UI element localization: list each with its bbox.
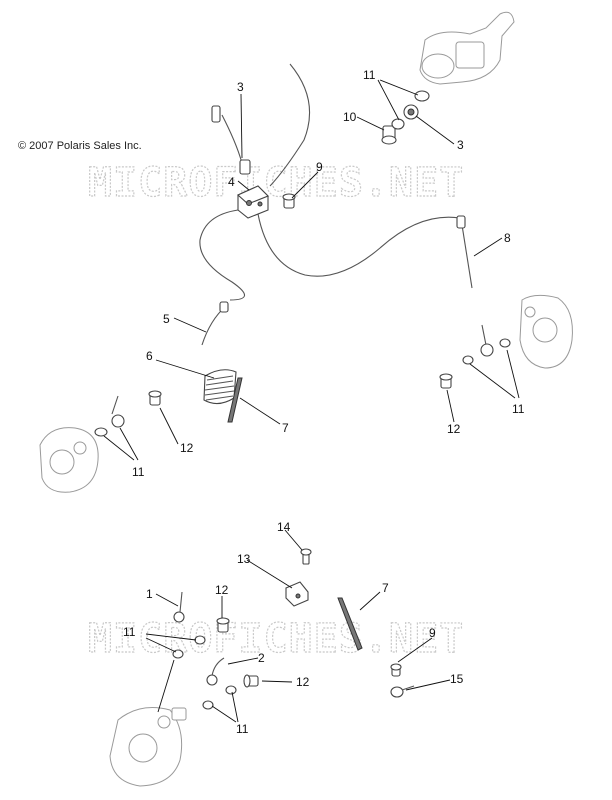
callout-9-lower: 9 bbox=[429, 626, 436, 640]
switch-14 bbox=[300, 548, 312, 565]
bracket-13 bbox=[285, 581, 309, 607]
banjo-1 bbox=[173, 611, 185, 623]
callout-3-top: 3 bbox=[237, 80, 244, 94]
caliper-left-upper bbox=[39, 427, 99, 493]
banjo-fitting-3-right bbox=[403, 104, 419, 120]
washer-11-d bbox=[202, 700, 214, 710]
hose-fitting-8 bbox=[456, 215, 466, 229]
caliper-lower bbox=[109, 707, 187, 787]
bolt-12-right-upper bbox=[439, 373, 453, 389]
protective-spring bbox=[203, 369, 237, 405]
banjo-right-upper bbox=[480, 343, 494, 357]
callout-12-lower-top: 12 bbox=[215, 583, 229, 597]
master-cylinder bbox=[419, 11, 515, 85]
callouts: 3 11 10 3 9 4 8 5 6 7 11 12 11 12 14 13 … bbox=[123, 68, 525, 736]
caliper-right-upper bbox=[519, 294, 573, 369]
bolt-12-left-upper bbox=[148, 390, 162, 406]
washer-11-c bbox=[225, 685, 237, 695]
brake-line-8 bbox=[461, 224, 473, 289]
callout-2: 2 bbox=[258, 651, 265, 665]
banjo-fitting-2 bbox=[206, 657, 225, 686]
bolt-12-lower-mid bbox=[243, 674, 259, 688]
watermark-top: MICROFICHES.NET bbox=[88, 160, 464, 206]
callout-15: 15 bbox=[450, 672, 464, 686]
brake-line-1 bbox=[179, 591, 183, 613]
washer-11-a bbox=[194, 635, 206, 645]
banjo-bolt-10 bbox=[381, 125, 397, 145]
brake-line-loop-left bbox=[199, 209, 246, 301]
callout-11-right-upper: 11 bbox=[512, 402, 525, 416]
callout-7-upper: 7 bbox=[282, 421, 289, 435]
callout-11-lower-left: 11 bbox=[123, 625, 136, 639]
callout-11-top: 11 bbox=[363, 68, 376, 82]
rod-7-lower bbox=[337, 597, 363, 651]
bleeder-bolt-top bbox=[282, 193, 296, 209]
callout-6: 6 bbox=[146, 349, 153, 363]
copyright-text: © 2007 Polaris Sales Inc. bbox=[18, 140, 142, 152]
washer-left-upper bbox=[94, 427, 108, 437]
callout-12-right-upper: 12 bbox=[447, 422, 461, 436]
banjo-fitting-upper bbox=[211, 105, 221, 123]
callout-7-lower: 7 bbox=[382, 581, 389, 595]
callout-9-top: 9 bbox=[316, 160, 323, 174]
callout-8: 8 bbox=[504, 231, 511, 245]
leader-lines bbox=[103, 79, 520, 723]
callout-4: 4 bbox=[228, 175, 235, 189]
callout-12-left-upper: 12 bbox=[180, 441, 194, 455]
callout-11-lower-right: 11 bbox=[236, 722, 249, 736]
watermark-bottom: MICROFICHES.NET bbox=[88, 616, 464, 662]
callout-10: 10 bbox=[343, 110, 357, 124]
callout-13: 13 bbox=[237, 552, 251, 566]
callout-12-lower-mid: 12 bbox=[296, 675, 310, 689]
banjo-left-upper bbox=[111, 414, 125, 428]
hose-fitting-3 bbox=[239, 159, 251, 175]
washer-right-upper-a bbox=[462, 355, 474, 365]
brake-line-left-upper bbox=[111, 395, 119, 415]
callout-14: 14 bbox=[277, 520, 291, 534]
bleeder-9-lower bbox=[390, 663, 402, 677]
brake-line-right-upper bbox=[481, 324, 487, 346]
distribution-block bbox=[237, 185, 269, 219]
callout-1: 1 bbox=[146, 587, 153, 601]
brake-line-to-right bbox=[257, 213, 461, 277]
washer-right-upper-b bbox=[499, 338, 511, 348]
crush-washer-top bbox=[414, 90, 430, 102]
hose-fitting-5 bbox=[219, 301, 229, 313]
crush-washer-mid bbox=[391, 118, 405, 130]
brake-line-upper-right bbox=[269, 63, 311, 187]
callout-11-left-upper: 11 bbox=[132, 465, 145, 479]
rod-7-upper bbox=[227, 377, 243, 423]
bolt-12-lower-top bbox=[216, 617, 230, 633]
callout-3-right: 3 bbox=[457, 138, 464, 152]
banjo-fitting-15 bbox=[390, 685, 415, 698]
callout-5: 5 bbox=[163, 312, 170, 326]
